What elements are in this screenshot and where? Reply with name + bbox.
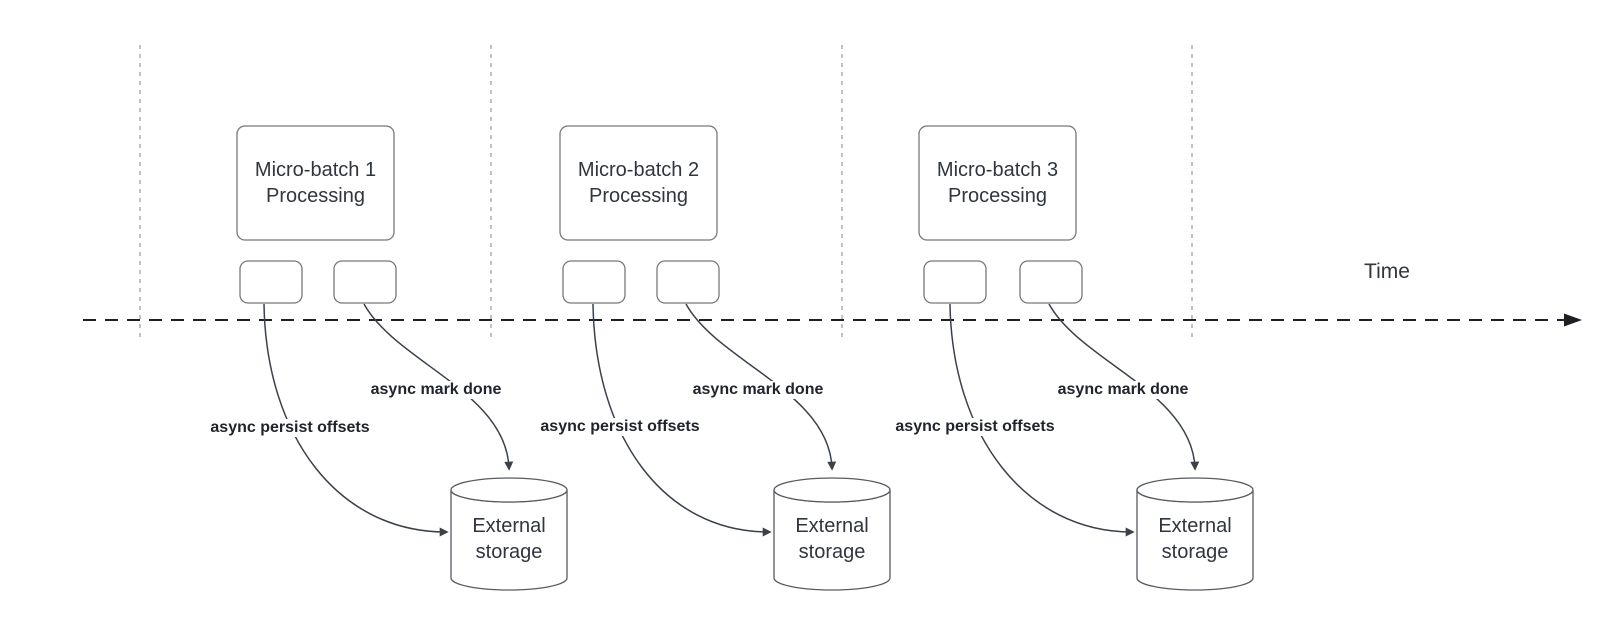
external-storage-cylinder-2 [773,477,891,591]
mark-done-arrow-3 [1048,303,1200,471]
time-axis-arrowhead-icon [1564,313,1582,327]
micro-batch-2-line1: Micro-batch 2 [577,159,700,181]
persist-offsets-arrow-3 [949,303,1135,537]
external-storage-label-2: External storage [774,513,890,565]
mark-done-arrow-1 [363,303,514,471]
task-node-mark-1 [333,260,397,304]
external-storage-cylinder-3 [1136,477,1254,591]
storage-line1: External [1158,515,1232,537]
task-node-mark-3 [1019,260,1083,304]
external-storage-cylinder-1 [450,477,568,591]
micro-batch-3-line1: Micro-batch 3 [936,159,1059,181]
time-label: Time [1364,260,1410,283]
micro-batch-3-line2: Processing [948,185,1047,207]
persist-offsets-arrow-1 [263,303,449,537]
mark-done-label-1: async mark done [367,381,505,399]
storage-line2: storage [1161,541,1229,563]
micro-batch-2-line2: Processing [589,185,688,207]
storage-line2: storage [475,541,543,563]
task-node-mark-2 [656,260,720,304]
mark-done-arrow-2 [685,303,837,471]
micro-batch-1-label: Micro-batch 1 Processing [237,126,394,240]
micro-batch-2-box [559,125,718,241]
micro-batch-1-line1: Micro-batch 1 [254,159,377,181]
persist-offsets-label-2: async persist offsets [537,418,703,436]
micro-batch-3-box [918,125,1077,241]
micro-batch-2-label: Micro-batch 2 Processing [560,126,717,240]
task-node-offsets-3 [923,260,987,304]
micro-batch-1-line2: Processing [266,185,365,207]
persist-offsets-label-1: async persist offsets [207,419,373,437]
storage-line2: storage [798,541,866,563]
storage-line1: External [795,515,869,537]
task-node-offsets-1 [239,260,303,304]
storage-line1: External [472,515,546,537]
task-node-offsets-2 [562,260,626,304]
micro-batch-1-box [236,125,395,241]
external-storage-label-1: External storage [451,513,567,565]
mark-done-label-3: async mark done [1054,381,1192,399]
external-storage-label-3: External storage [1137,513,1253,565]
persist-offsets-arrow-2 [592,303,772,537]
micro-batch-3-label: Micro-batch 3 Processing [919,126,1076,240]
persist-offsets-label-3: async persist offsets [892,418,1058,436]
mark-done-label-2: async mark done [689,381,827,399]
